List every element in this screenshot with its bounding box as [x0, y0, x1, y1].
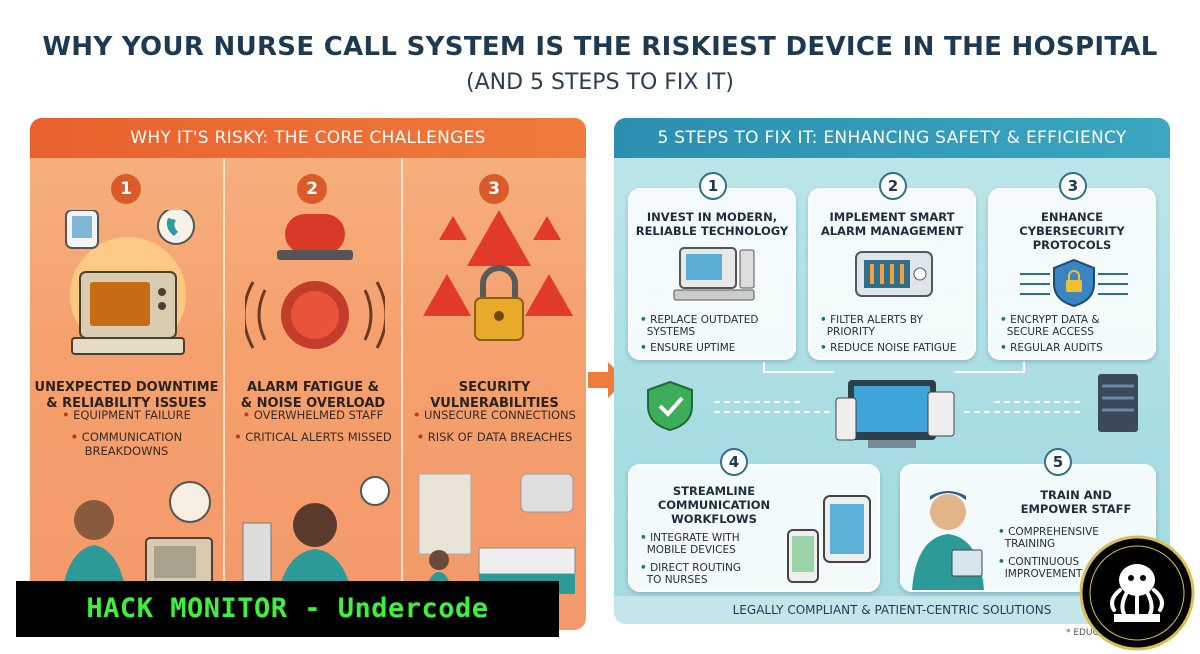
challenge-number: 3: [479, 174, 509, 204]
alarm-control-panel-icon: [855, 251, 933, 297]
step-number: 3: [1059, 172, 1087, 200]
challenge-bullet: • RISK OF DATA BREACHES: [416, 430, 573, 444]
heading-line: & RELIABILITY ISSUES: [46, 396, 207, 411]
challenge-number: 2: [297, 174, 327, 204]
step-card-cybersecurity: ENHANCE CYBERSECURITY PROTOCOLS • ENCRYP…: [988, 188, 1156, 360]
challenge-bullet: • CRITICAL ALERTS MISSED: [234, 430, 392, 444]
step-number: 5: [1044, 448, 1072, 476]
solutions-header: 5 STEPS TO FIX IT: ENHANCING SAFETY & EF…: [614, 118, 1170, 158]
nurse-trainer-icon: [912, 491, 984, 590]
step-heading: STREAMLINE COMMUNICATION WORKFLOWS: [657, 484, 771, 526]
step-bullet: • ENSURE UPTIME: [640, 342, 736, 354]
step-bullet: • CONTINUOUS IMPROVEMENT: [998, 556, 1083, 580]
step-heading: ENHANCE CYBERSECURITY PROTOCOLS: [1019, 210, 1125, 252]
challenge-heading: UNEXPECTED DOWNTIME & RELIABILITY ISSUES: [34, 380, 219, 412]
step-bullet: • REDUCE NOISE FATIGUE: [820, 342, 957, 354]
heading-line: ALARM FATIGUE &: [247, 380, 379, 395]
page-title: WHY YOUR NURSE CALL SYSTEM IS THE RISKIE…: [42, 32, 1158, 62]
solutions-footer: LEGALLY COMPLIANT & PATIENT-CENTRIC SOLU…: [614, 596, 1170, 624]
step-bullet: • ENCRYPT DATA & SECURE ACCESS: [1000, 314, 1100, 338]
challenge-heading: ALARM FATIGUE & & NOISE OVERLOAD: [229, 380, 397, 412]
step-number: 2: [879, 172, 907, 200]
alarm-siren-icon: [245, 214, 385, 349]
step-number: 1: [699, 172, 727, 200]
step-card-alarm-management: IMPLEMENT SMART ALARM MANAGEMENT • FILTE…: [808, 188, 976, 360]
challenge-bullet: • UNSECURE CONNECTIONS: [413, 408, 576, 422]
footnote: * EDUCAT: [1066, 628, 1110, 638]
step-heading: TRAIN AND EMPOWER STAFF: [1020, 488, 1132, 516]
octopus-logo-icon: [1079, 535, 1195, 651]
mobile-devices-icon: [787, 495, 871, 583]
challenge-downtime: 1 UNEXPECTED DOWNTIME & RELIABILITY ISSU…: [30, 158, 223, 630]
old-computer-icon: [65, 210, 195, 355]
heading-line: & NOISE OVERLOAD: [240, 396, 386, 411]
challenge-bullet: • OVERWHELMED STAFF: [242, 408, 384, 422]
step-bullet: • DIRECT ROUTING TO NURSES: [640, 562, 742, 586]
step-card-technology: INVEST IN MODERN, RELIABLE TECHNOLOGY • …: [628, 188, 796, 360]
step-bullet: • COMPREHENSIVE TRAINING: [998, 526, 1099, 550]
step-heading: INVEST IN MODERN, RELIABLE TECHNOLOGY: [635, 210, 789, 238]
step-card-communication: STREAMLINE COMMUNICATION WORKFLOWS • INT…: [628, 464, 880, 592]
network-connections: [647, 362, 1138, 448]
step-bullet: • INTEGRATE WITH MOBILE DEVICES: [640, 532, 740, 556]
heading-line: SECURITY: [458, 380, 531, 395]
heading-line: VULNERABILITIES: [430, 396, 559, 411]
shield-lock-icon: [1020, 258, 1128, 308]
watermark-text: HACK MONITOR - Undercode: [86, 593, 489, 624]
modern-computer-icon: [673, 247, 755, 301]
challenge-alarm-fatigue: 2 ALARM FATIGUE & & NOISE OVERLOAD • OVE…: [223, 158, 401, 630]
step-bullet: • FILTER ALERTS BY PRIORITY: [820, 314, 923, 338]
challenges-header: WHY IT'S RISKY: THE CORE CHALLENGES: [30, 118, 586, 158]
step-heading: IMPLEMENT SMART ALARM MANAGEMENT: [820, 210, 964, 238]
challenge-bullet: • COMMUNICATION BREAKDOWNS: [70, 430, 183, 458]
challenges-panel: WHY IT'S RISKY: THE CORE CHALLENGES 1 UN…: [30, 118, 586, 630]
heading-line: UNEXPECTED DOWNTIME: [34, 380, 219, 395]
challenge-number: 1: [111, 174, 141, 204]
warning-lock-icon: [423, 210, 573, 341]
watermark-bar: [16, 581, 559, 637]
challenge-security: 3 SECURITY VULNERABILITIES • UNSECURE CO…: [401, 158, 586, 630]
step-bullet: • REPLACE OUTDATED SYSTEMS: [640, 314, 759, 338]
page-subtitle: (AND 5 STEPS TO FIX IT): [465, 70, 734, 95]
challenge-bullet: • EQUIPMENT FAILURE: [62, 408, 191, 422]
challenge-heading: SECURITY VULNERABILITIES: [407, 380, 582, 412]
step-number: 4: [720, 448, 748, 476]
step-bullet: • REGULAR AUDITS: [1000, 342, 1103, 354]
